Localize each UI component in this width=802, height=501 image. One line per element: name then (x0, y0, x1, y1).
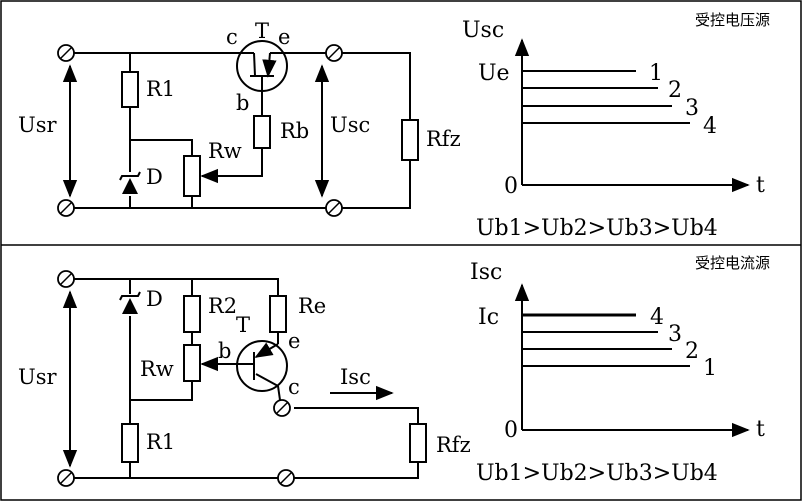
top-graph-origin-label: 0 (504, 174, 518, 199)
bottom-graph-x-label: t (756, 417, 765, 442)
top-graph-curve-label-4: 4 (703, 114, 717, 139)
top-b-label: b (236, 91, 249, 115)
top-graph-y-label: Usc (462, 18, 504, 43)
bottom-isc-label: Isc (340, 365, 371, 389)
top-r1-label: R1 (146, 77, 175, 101)
top-c-label: c (226, 25, 238, 49)
top-panel-title: 受控电压源 (695, 11, 770, 29)
bottom-rw-label: Rw (140, 357, 174, 381)
bottom-r1-resistor (121, 423, 139, 463)
bottom-rw-potentiometer (183, 344, 201, 382)
top-graph-curve-label-2: 2 (668, 78, 682, 103)
bottom-graph-curve-label-4: 4 (650, 305, 664, 330)
top-transistor (236, 40, 288, 92)
top-panel: 受控电压源 Usr R1 (18, 11, 770, 241)
top-r1-resistor (121, 71, 139, 108)
bottom-graph (514, 283, 750, 438)
top-terminals (57, 44, 343, 217)
bottom-b-label: b (218, 339, 231, 363)
bottom-usr-label: Usr (18, 365, 57, 389)
bottom-d-label: D (146, 287, 163, 311)
top-zener-diode (119, 171, 141, 194)
bottom-re-label: Re (298, 294, 326, 318)
bottom-e-label: e (288, 329, 300, 353)
bottom-r2-label: R2 (208, 294, 237, 318)
bottom-terminals (57, 270, 295, 487)
top-graph-level-label: Ue (478, 61, 510, 86)
top-d-label: D (146, 165, 163, 189)
bottom-t-label: T (236, 313, 250, 337)
bottom-re-resistor (269, 295, 287, 333)
bottom-graph-origin-label: 0 (504, 418, 518, 443)
top-rb-label: Rb (280, 119, 309, 143)
bottom-graph-y-label: Isc (470, 260, 502, 285)
top-graph-curve-label-1: 1 (649, 61, 663, 86)
bottom-graph-curve-label-1: 1 (703, 356, 717, 381)
top-rw-potentiometer (183, 155, 201, 197)
top-e-label: e (278, 25, 290, 49)
top-usr-label: Usr (18, 113, 57, 137)
top-graph-curve-label-3: 3 (685, 96, 699, 121)
bottom-panel: 受控电流源 Usr D (18, 254, 770, 487)
top-rfz-label: Rfz (426, 127, 461, 151)
bottom-c-label: c (288, 375, 300, 399)
top-t-label: T (255, 19, 269, 43)
top-rfz-resistor (401, 119, 419, 161)
bottom-zener-diode (119, 291, 141, 314)
top-graph-relation: Ub1>Ub2>Ub3>Ub4 (476, 216, 718, 241)
bottom-transistor (236, 340, 288, 401)
top-rb-resistor (253, 115, 271, 149)
bottom-graph-relation: Ub1>Ub2>Ub3>Ub4 (476, 461, 718, 486)
top-rw-label: Rw (208, 139, 242, 163)
bottom-graph-level-label: Ic (478, 305, 499, 330)
bottom-graph-curve-label-3: 3 (668, 322, 682, 347)
bottom-graph-curve-label-2: 2 (685, 339, 699, 364)
bottom-r1-label: R1 (146, 430, 175, 454)
top-usc-label: Usc (330, 113, 370, 137)
bottom-rfz-label: Rfz (436, 433, 471, 457)
bottom-r2-resistor (183, 295, 201, 333)
bottom-panel-title: 受控电流源 (695, 254, 770, 272)
top-graph (514, 38, 750, 193)
top-graph-x-label: t (756, 173, 765, 198)
bottom-rfz-resistor (409, 423, 427, 463)
bottom-circuit-wires (66, 278, 419, 479)
top-circuit-wires (66, 52, 411, 209)
